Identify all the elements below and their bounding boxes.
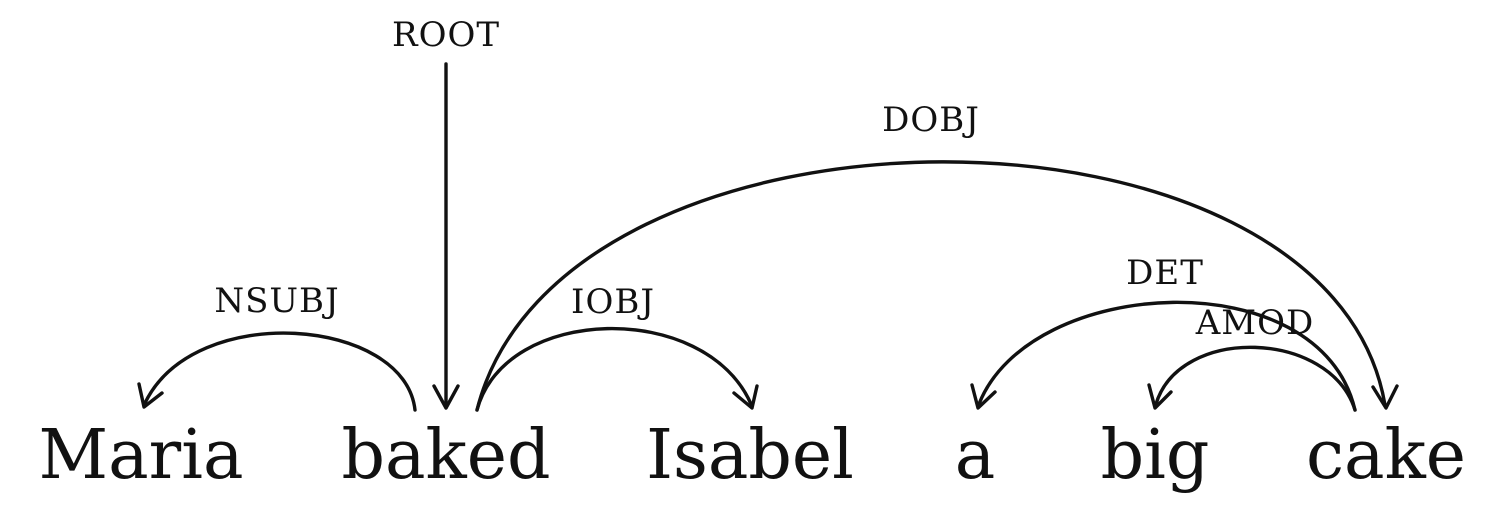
edge-nsubj: NSUBJ [137,281,417,412]
root-label: ROOT [392,15,500,55]
arc-amod [1154,345,1357,412]
arc-iobj [475,326,753,412]
word-a: a [955,416,996,495]
label-dobj: DOBJ [882,100,980,140]
word-isabel: Isabel [646,416,854,495]
arrowhead-nsubj [137,382,164,409]
arrowhead-iobj [732,384,759,410]
edge-dobj: DOBJ [475,100,1399,412]
root-arrowhead [432,384,460,410]
label-det: DET [1126,253,1204,293]
root-edge: ROOT [392,15,500,410]
word-maria: Maria [39,416,244,495]
sentence: Maria baked Isabel a big cake [39,416,1467,495]
arc-dobj [475,160,1387,412]
label-amod: AMOD [1195,303,1315,343]
arrowhead-dobj [1371,384,1399,410]
word-baked: baked [341,416,550,495]
word-cake: cake [1306,416,1466,495]
word-big: big [1101,416,1210,495]
arc-nsubj [143,331,417,412]
label-nsubj: NSUBJ [214,281,339,321]
edge-amod: AMOD [1147,303,1357,412]
edge-iobj: IOBJ [475,282,759,412]
arrowhead-det [970,383,997,410]
arc-det [977,300,1357,412]
label-iobj: IOBJ [571,282,655,322]
edge-det: DET [970,253,1357,412]
arrowhead-amod [1147,383,1173,410]
